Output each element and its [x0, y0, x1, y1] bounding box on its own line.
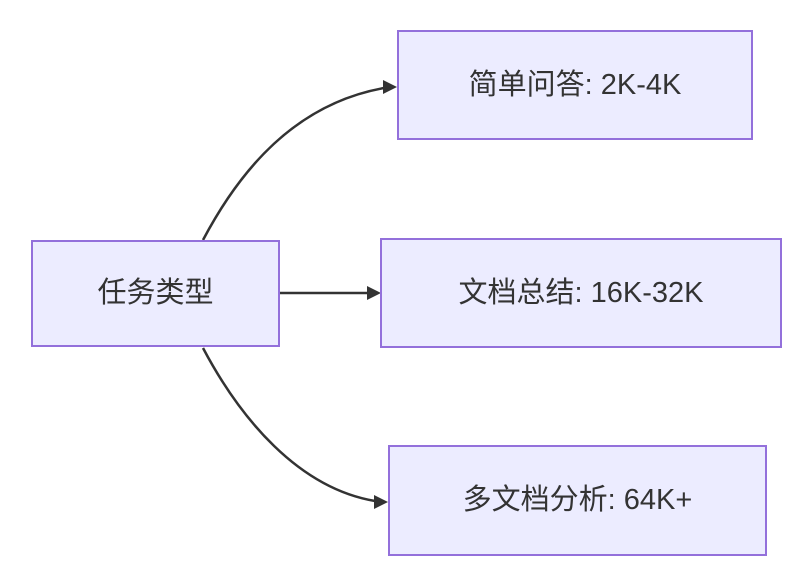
arrowhead-icon [383, 80, 397, 94]
node-doc-summary-label: 文档总结: 16K-32K [458, 276, 704, 309]
arrowhead-icon [374, 495, 388, 509]
node-simple-qa: 简单问答: 2K-4K [397, 30, 753, 140]
node-multi-doc-label: 多文档分析: 64K+ [462, 484, 693, 516]
node-doc-summary: 文档总结: 16K-32K [380, 238, 782, 348]
node-multi-doc: 多文档分析: 64K+ [388, 445, 767, 556]
node-task-type: 任务类型 [31, 240, 280, 347]
node-simple-qa-label: 简单问答: 2K-4K [468, 68, 682, 101]
edge-task-type-to-simple-qa [201, 86, 385, 241]
node-task-type-label: 任务类型 [97, 277, 214, 309]
edge-task-type-to-multi-doc [201, 347, 376, 503]
arrowhead-icon [367, 286, 381, 300]
